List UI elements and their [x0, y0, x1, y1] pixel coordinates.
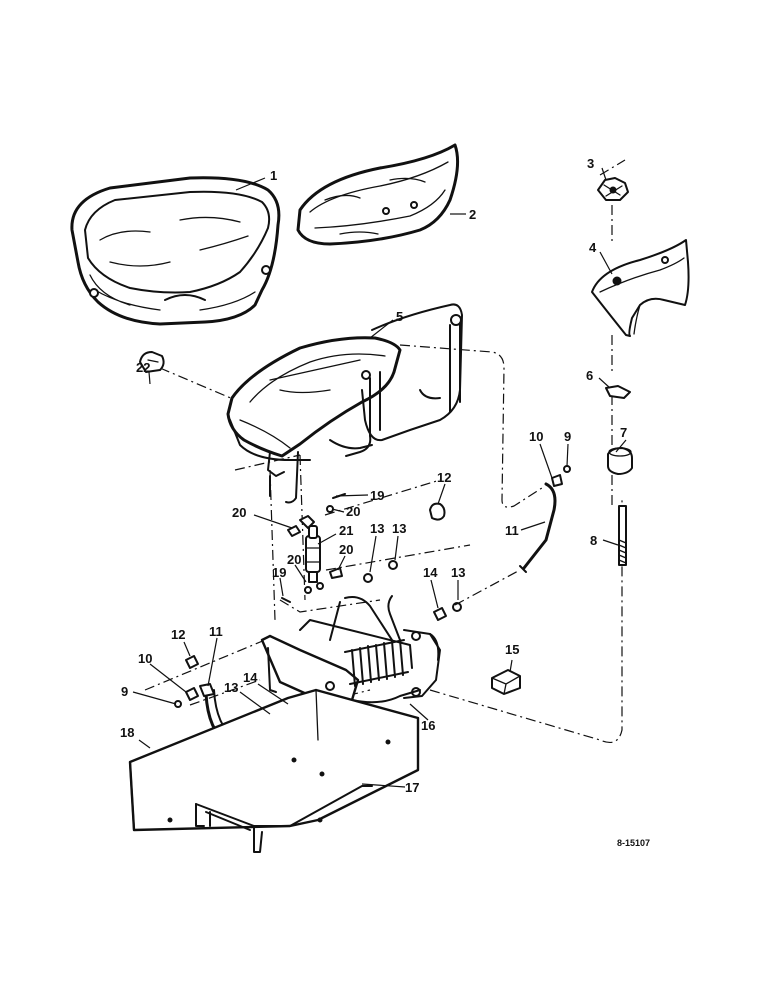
figure-reference-number: 8-15107: [617, 838, 650, 848]
callout-11-right: 11: [505, 523, 519, 538]
callout-14-right: 14: [423, 565, 438, 580]
callout-20-c: 20: [287, 552, 301, 567]
callout-13-a: 13: [370, 521, 384, 536]
callout-14-left: 14: [243, 670, 258, 685]
callout-12-left: 12: [171, 627, 185, 642]
bushing-10: [551, 474, 563, 487]
pin-19-lower: [281, 597, 291, 603]
callout-20-a: 20: [346, 504, 360, 519]
callout-20-b: 20: [232, 505, 246, 520]
suspension-spring: [344, 639, 409, 687]
callout-13-b: 13: [392, 521, 406, 536]
callout-16: 16: [421, 718, 435, 733]
washer-20-lower: [304, 586, 312, 594]
callout-21: 21: [339, 523, 353, 538]
bushing-14: [433, 607, 447, 621]
callout-9-right: 9: [564, 429, 571, 444]
callout-6: 6: [586, 368, 593, 383]
bushings: [363, 502, 462, 621]
bushing-10-lower: [185, 687, 199, 701]
callout-10-right: 10: [529, 429, 543, 444]
callout-1: 1: [270, 168, 277, 183]
cushion-mount-hole: [89, 288, 99, 298]
washer-13: [363, 573, 373, 583]
callout-8: 8: [590, 533, 597, 548]
callout-15: 15: [505, 642, 519, 657]
back-cushion: [296, 143, 460, 246]
washer-13: [388, 560, 398, 570]
shock-absorber-group: [281, 493, 346, 603]
callout-18: 18: [120, 725, 134, 740]
mounting-bracket-18: [128, 688, 420, 832]
callout-19-lower: 19: [272, 565, 286, 580]
bushing-12-lower: [185, 655, 199, 669]
callout-3: 3: [587, 156, 594, 171]
mounting-plate-17: [195, 785, 373, 827]
adjusting-knob: [597, 177, 629, 201]
back-mount-hole: [382, 207, 390, 215]
callout-9-left: 9: [121, 684, 128, 699]
back-mount-hole: [410, 201, 418, 209]
bushing-12-upper: [429, 502, 446, 521]
callout-4: 4: [589, 240, 597, 255]
callout-12-right: 12: [437, 470, 451, 485]
washer-13: [452, 602, 462, 612]
callout-22: 22: [136, 360, 150, 375]
cushion-mount-hole: [261, 265, 271, 275]
bumper-block: [491, 669, 521, 695]
callout-11-left: 11: [209, 624, 223, 639]
callout-2: 2: [469, 207, 476, 222]
callout-13-d: 13: [224, 680, 238, 695]
callout-20-d: 20: [339, 542, 353, 557]
right-adjusting-lever: [519, 465, 571, 573]
seat-pan-frame: [226, 303, 463, 504]
mounting-plates: [128, 688, 420, 853]
callout-5: 5: [396, 309, 403, 324]
end-cap: [139, 351, 165, 373]
retainer-clip: [605, 385, 631, 399]
threaded-rod: [618, 505, 627, 566]
callout-19-upper: 19: [370, 488, 384, 503]
callout-7: 7: [620, 425, 627, 440]
callout-10-left: 10: [138, 651, 152, 666]
seat-cushion: [70, 176, 281, 326]
callout-labels: 1 2 3 4 5 6 7 8 9 10 11 12 13 13 14 13 1…: [120, 156, 627, 795]
leader-lines: [132, 167, 627, 788]
callout-13-c: 13: [451, 565, 465, 580]
nut-9: [563, 465, 571, 473]
cover-hole: [612, 276, 622, 286]
callout-17: 17: [405, 780, 419, 795]
shock-absorber-21: [305, 535, 321, 573]
column-cover: [591, 239, 690, 337]
rubber-bushing: [607, 447, 633, 475]
